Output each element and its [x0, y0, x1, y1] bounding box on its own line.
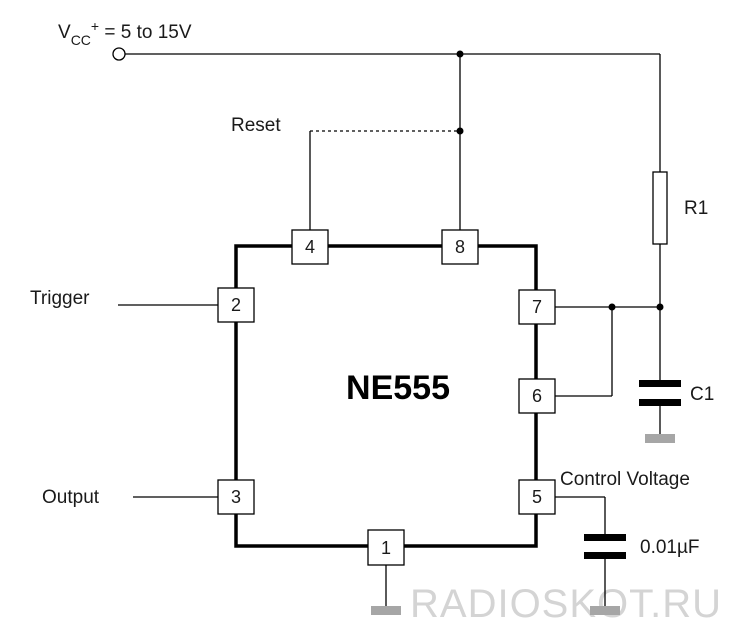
r1-label: R1 — [684, 198, 708, 219]
vcc-label: VCC+ = 5 to 15V — [58, 18, 192, 48]
vcc-terminal — [112, 47, 126, 61]
pin-4-number: 4 — [305, 237, 315, 257]
control-voltage-label: Control Voltage — [560, 469, 690, 490]
resistor-r1 — [652, 171, 668, 245]
ground-symbol-pin1 — [371, 606, 401, 615]
output-label: Output — [42, 487, 100, 508]
pin-5: 5 — [518, 479, 556, 515]
pin-1-number: 1 — [381, 538, 391, 558]
pin-3: 3 — [217, 479, 255, 515]
pin-6-number: 6 — [532, 386, 542, 406]
ground-symbol-c1 — [645, 434, 675, 443]
pin-8-number: 8 — [455, 237, 465, 257]
pin-8: 8 — [441, 229, 479, 265]
c1-label: C1 — [690, 384, 714, 405]
pin-7: 7 — [518, 289, 556, 325]
pin-7-number: 7 — [532, 297, 542, 317]
watermark-text: RADIOSKOT.RU — [410, 582, 722, 626]
pin-2: 2 — [217, 287, 255, 323]
capacitor-c1-top-plate — [639, 380, 681, 387]
cap-value-label: 0.01µF — [640, 537, 700, 558]
capacitor-001uf-top-plate — [584, 534, 626, 541]
pin-3-number: 3 — [231, 487, 241, 507]
reset-label: Reset — [231, 115, 281, 136]
chip-name: NE555 — [346, 369, 450, 407]
pin-4: 4 — [291, 229, 329, 265]
pin-1: 1 — [367, 529, 405, 566]
capacitor-001uf-bottom-plate — [584, 552, 626, 559]
ground-symbol-cap — [590, 606, 620, 615]
pin-2-number: 2 — [231, 295, 241, 315]
junction-r1-c1 — [656, 303, 664, 311]
junction-reset — [456, 127, 464, 135]
pin-6: 6 — [518, 378, 556, 414]
trigger-label: Trigger — [30, 288, 90, 309]
pin-5-number: 5 — [532, 487, 542, 507]
capacitor-c1-bottom-plate — [639, 399, 681, 406]
